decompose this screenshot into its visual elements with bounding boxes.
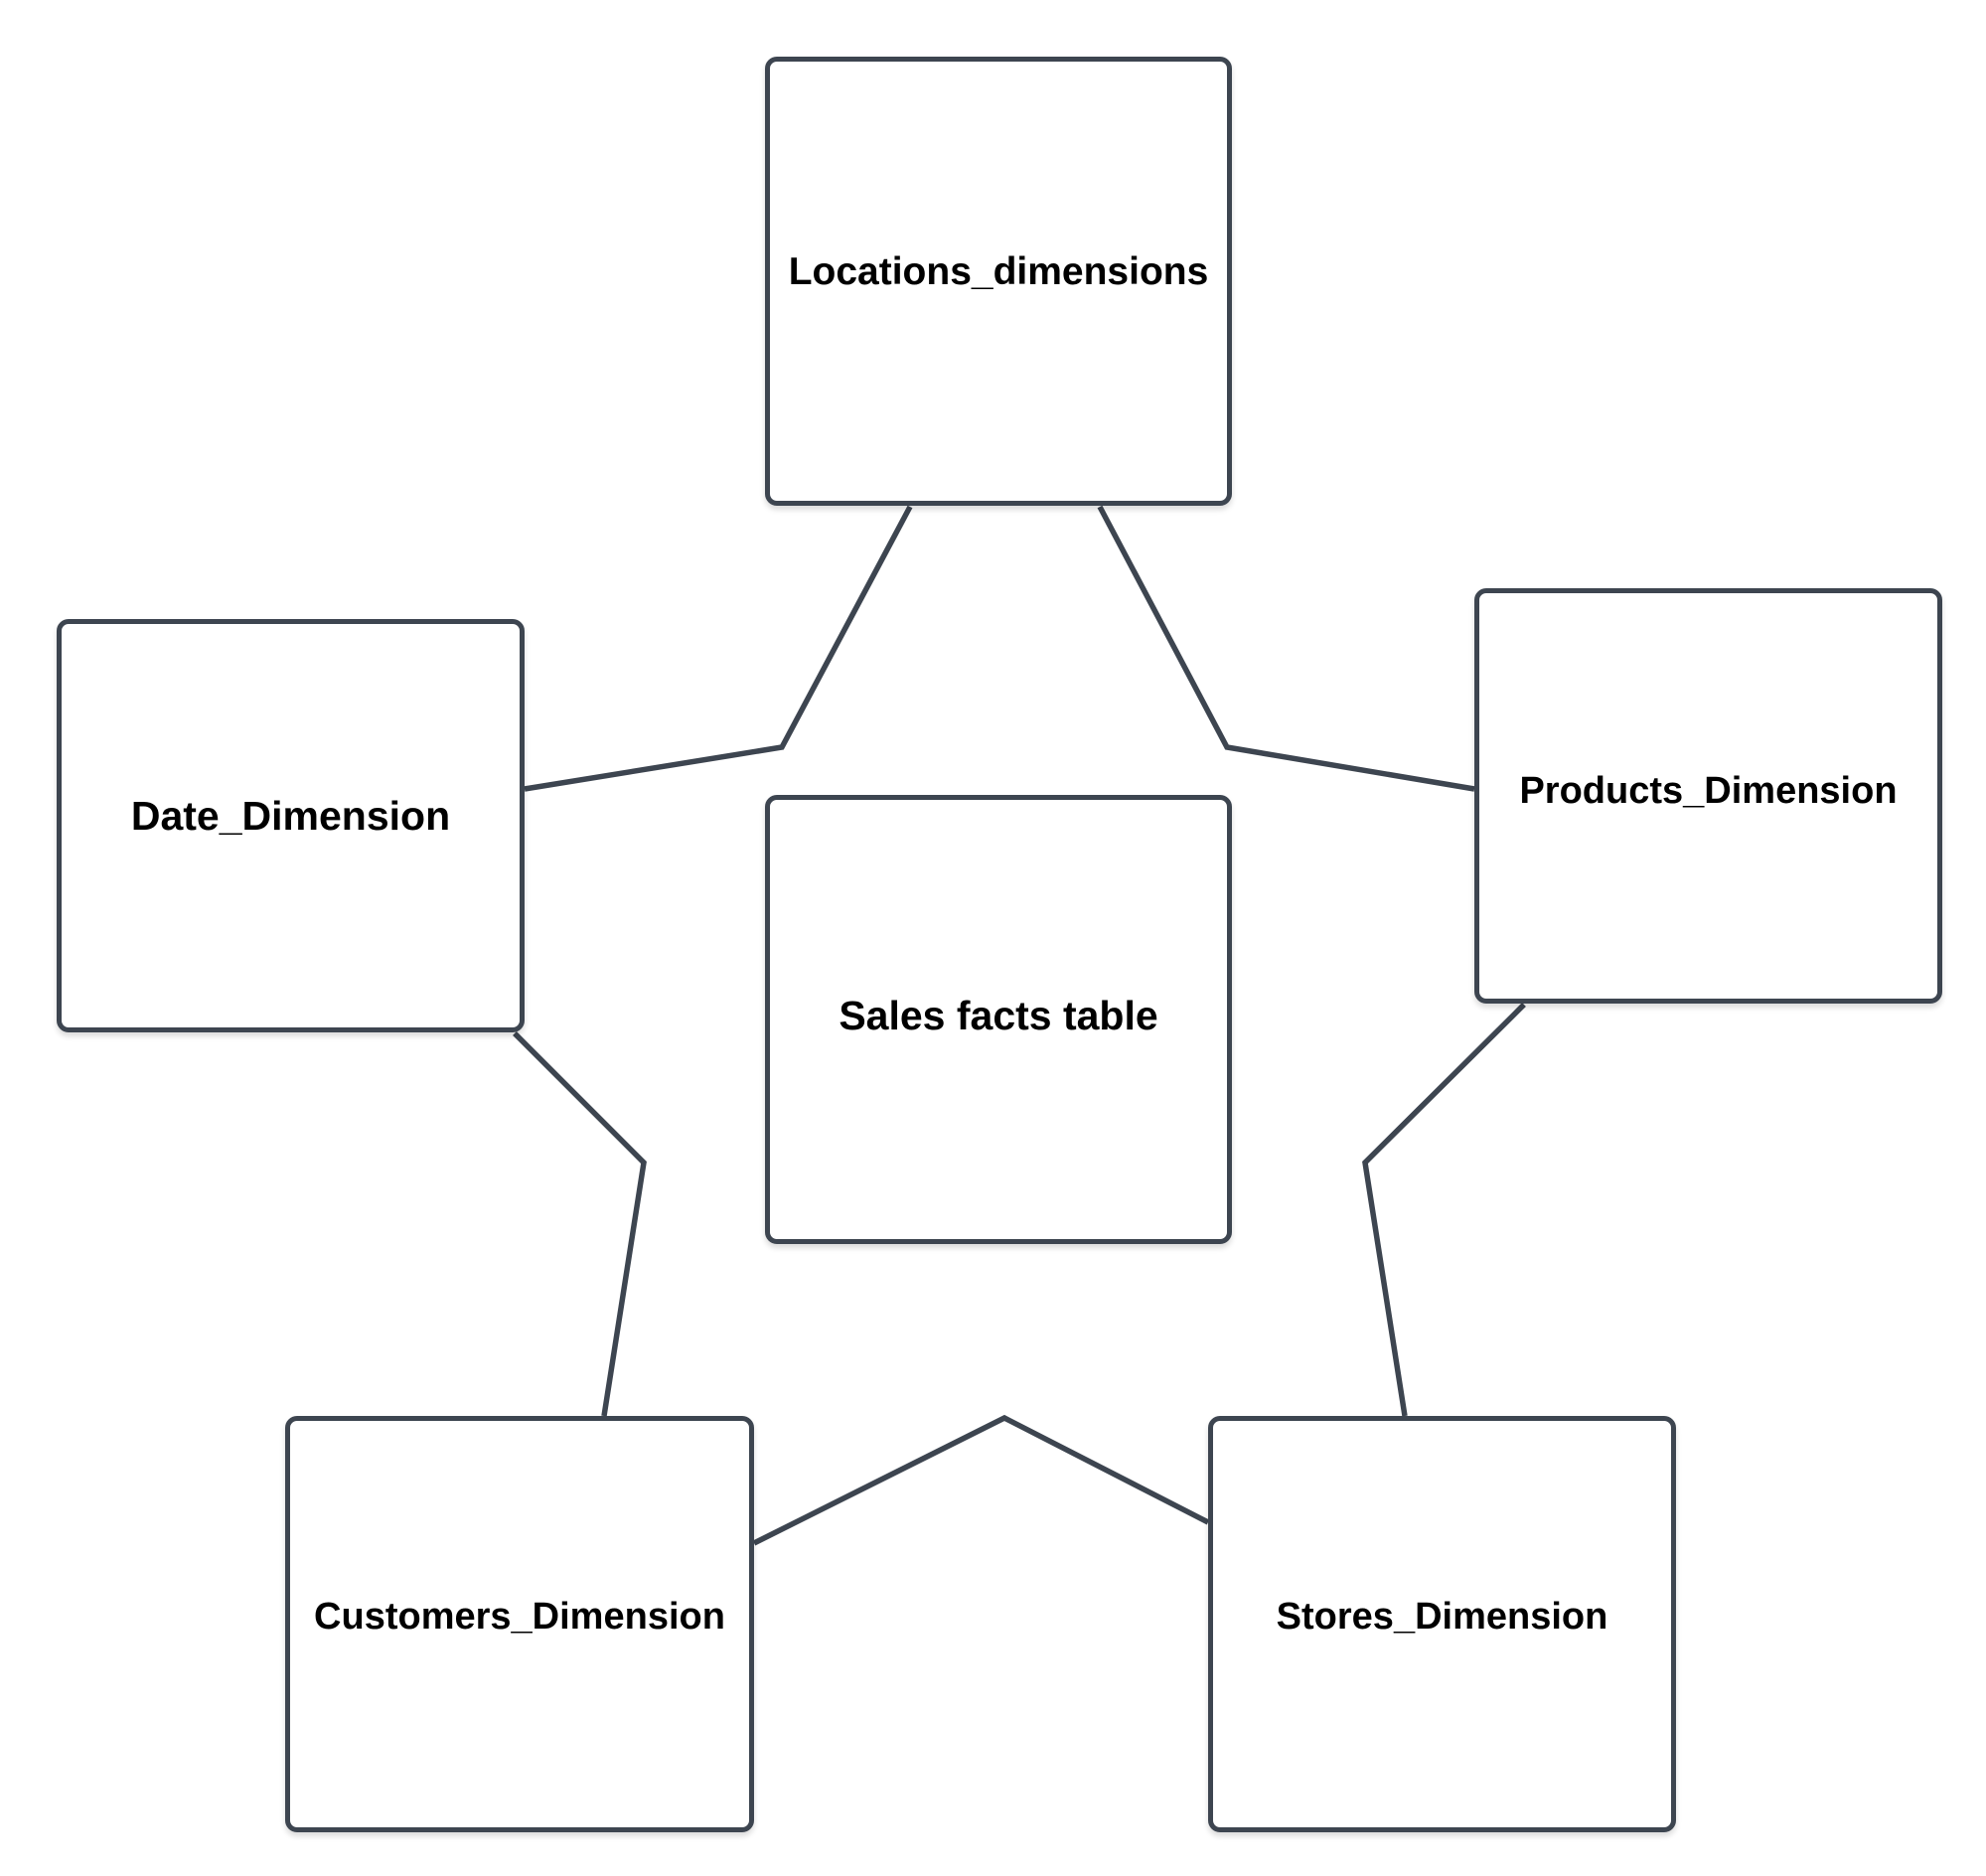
sales-facts-table-box[interactable]: Sales facts table	[765, 795, 1232, 1244]
date-dimension-box[interactable]: Date_Dimension	[57, 619, 525, 1032]
customers-dimension-label: Customers_Dimension	[314, 1596, 725, 1638]
connector-customers-stores	[752, 1414, 1210, 1546]
stores-dimension-label: Stores_Dimension	[1276, 1596, 1608, 1638]
products-dimension-label: Products_Dimension	[1519, 770, 1898, 812]
date-dimension-label: Date_Dimension	[130, 793, 451, 839]
customers-dimension-box[interactable]: Customers_Dimension	[285, 1416, 754, 1832]
connector-date-customers	[513, 1031, 647, 1417]
sales-facts-table-label: Sales facts table	[839, 993, 1158, 1038]
products-dimension-box[interactable]: Products_Dimension	[1474, 588, 1942, 1004]
locations-dimension-box[interactable]: Locations_dimensions	[765, 57, 1232, 506]
connector-locations-products	[1097, 505, 1475, 792]
connector-products-stores	[1362, 1003, 1526, 1417]
locations-dimension-label: Locations_dimensions	[788, 250, 1209, 293]
connector-locations-date	[524, 505, 913, 792]
stores-dimension-box[interactable]: Stores_Dimension	[1208, 1416, 1676, 1832]
